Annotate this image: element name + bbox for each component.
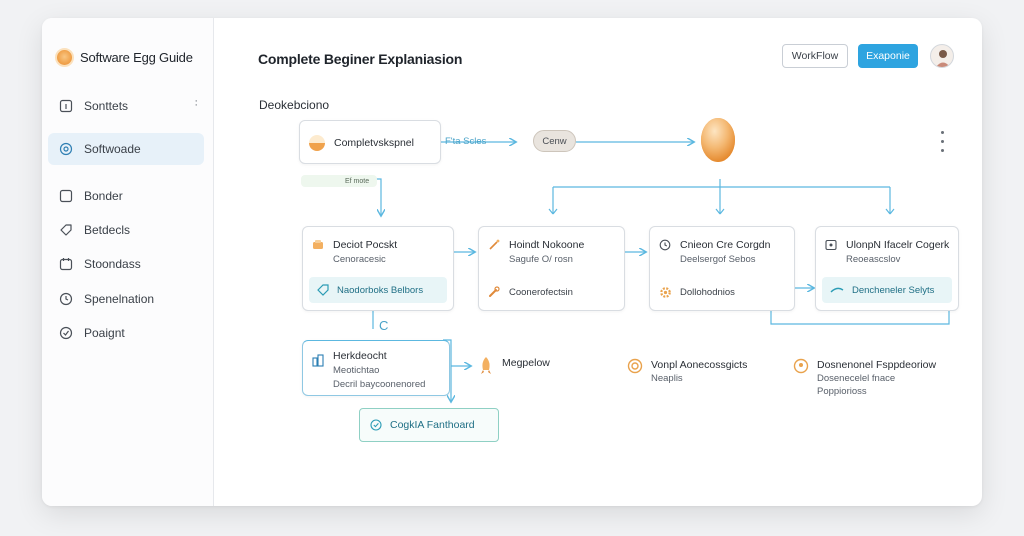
chip-label: Dencheneler Selyts bbox=[852, 284, 935, 296]
feature-subtitle-2: Poppiorioss bbox=[817, 386, 867, 397]
card-title: UlonpN Ifacelr Cogerk bbox=[846, 239, 950, 251]
card-subtitle: Reoeascslov bbox=[846, 254, 901, 265]
feature-title: Megpelow bbox=[502, 357, 550, 369]
egg-logo-icon bbox=[55, 48, 74, 67]
sidebar-item-3[interactable]: Betdecls bbox=[48, 214, 204, 246]
primary-action-button[interactable]: Exaponie bbox=[858, 44, 918, 68]
pill-node[interactable]: Cenw bbox=[533, 130, 576, 152]
feature-title: Dosnenonel Fsppdeoriow bbox=[817, 359, 937, 371]
link-icon bbox=[830, 287, 844, 293]
tag-icon bbox=[317, 284, 329, 296]
sidebar-item-0[interactable]: Sonttets ·· bbox=[48, 90, 204, 122]
connector-label: C bbox=[379, 318, 389, 333]
window-icon bbox=[825, 239, 837, 251]
edge-label: F'ta Scles bbox=[445, 136, 487, 147]
cta-label: CogkIA Fanthoard bbox=[390, 419, 475, 431]
card-row-label: Dollohodnios bbox=[680, 287, 735, 298]
sidebar-item-label: Poaignt bbox=[84, 326, 125, 340]
sidebar-item-6[interactable]: Poaignt bbox=[48, 317, 204, 349]
feature-1[interactable]: Vonpl Aonecossgicts Neaplis bbox=[627, 358, 747, 385]
card-1[interactable]: Hoindt Nokoone Sagufe O/ rosn Coonerofec… bbox=[478, 226, 625, 311]
sub-card-title: Herkdeocht bbox=[333, 350, 387, 362]
sidebar: Software Egg Guide Sonttets ·· Softwoade… bbox=[42, 18, 214, 506]
card-title: Deciot Pocskt bbox=[333, 239, 398, 251]
edge-branch bbox=[552, 179, 891, 214]
gear-icon bbox=[660, 287, 671, 298]
sidebar-item-2[interactable]: Bonder bbox=[48, 180, 204, 212]
edge-card4-loop bbox=[770, 311, 950, 325]
check-circle-icon bbox=[370, 419, 382, 431]
card-title: Hoindt Nokoone bbox=[509, 239, 585, 251]
more-icon[interactable]: ·· bbox=[194, 95, 198, 111]
package-icon bbox=[313, 240, 323, 249]
card-title: Cnieon Cre Corgdn bbox=[680, 239, 771, 251]
card-subtitle: Deelsergof Sebos bbox=[680, 254, 756, 265]
card-row-label: Coonerofectsin bbox=[509, 287, 573, 298]
tool-icon bbox=[489, 286, 500, 297]
target-icon bbox=[627, 358, 643, 374]
tag-icon bbox=[60, 224, 72, 236]
feature-title: Vonpl Aonecossgicts bbox=[651, 359, 748, 371]
rocket-icon bbox=[481, 357, 491, 374]
sidebar-item-label: Stoondass bbox=[84, 257, 141, 271]
app-title: Software Egg Guide bbox=[80, 50, 193, 65]
clock-icon bbox=[659, 239, 671, 251]
info-icon bbox=[59, 99, 73, 113]
start-node[interactable]: Completvskspnel bbox=[299, 120, 441, 164]
card-3[interactable]: UlonpN Ifacelr Cogerk Reoeascslov Denche… bbox=[815, 226, 959, 311]
location-icon bbox=[793, 358, 809, 374]
branch-arrowheads bbox=[548, 208, 895, 215]
sidebar-item-label: Spenelnation bbox=[84, 292, 155, 306]
sidebar-item-label: Softwoade bbox=[84, 142, 141, 156]
avatar[interactable] bbox=[930, 44, 954, 68]
feature-subtitle: Neaplis bbox=[651, 373, 683, 384]
sub-card[interactable]: Herkdeocht Meotichtao Decril baycoonenor… bbox=[302, 340, 450, 396]
cta-button[interactable]: CogkIA Fanthoard bbox=[359, 408, 499, 442]
card-0[interactable]: Deciot Pocskt Cenoracesic Naodorboks Bel… bbox=[302, 226, 454, 311]
flow-connectors bbox=[305, 118, 950, 506]
clock-icon bbox=[59, 292, 73, 306]
sub-card-line1: Meotichtao bbox=[333, 365, 380, 376]
sidebar-item-label: Betdecls bbox=[84, 223, 131, 237]
card-chip[interactable]: Naodorboks Belbors bbox=[309, 277, 447, 303]
sub-card-line2: Decril baycoonenored bbox=[333, 379, 426, 390]
square-icon bbox=[59, 189, 73, 203]
sidebar-item-label: Bonder bbox=[84, 189, 123, 203]
check-circle-icon bbox=[59, 326, 73, 340]
egg-icon bbox=[309, 135, 325, 151]
sidebar-item-label: Sonttets bbox=[84, 99, 129, 113]
sidebar-item-1[interactable]: Softwoade bbox=[48, 133, 204, 165]
sidebar-item-5[interactable]: Spenelnation bbox=[48, 283, 204, 315]
page-title: Complete Beginer Explaniasion bbox=[258, 51, 463, 67]
feature-2[interactable]: Dosnenonel Fsppdeoriow Dosenecelel fnace… bbox=[793, 358, 936, 398]
main-content: Complete Beginer Explaniasion WorkFlow E… bbox=[215, 18, 982, 506]
sidebar-item-4[interactable]: Stoondass bbox=[48, 248, 204, 280]
brand: Software Egg Guide bbox=[55, 48, 193, 67]
card-subtitle: Cenoracesic bbox=[333, 254, 386, 265]
chip-label: Naodorboks Belbors bbox=[337, 284, 424, 296]
building-icon bbox=[312, 354, 324, 367]
calendar-icon bbox=[59, 258, 73, 271]
card-subtitle: Sagufe O/ rosn bbox=[509, 254, 573, 265]
card-2[interactable]: Cnieon Cre Corgdn Deelsergof Sebos Dollo… bbox=[649, 226, 795, 311]
wand-icon bbox=[489, 239, 500, 250]
more-options-icon[interactable] bbox=[938, 131, 946, 157]
section-label: Deokebciono bbox=[259, 98, 330, 112]
egg-icon bbox=[701, 118, 735, 162]
user-avatar-icon bbox=[936, 50, 950, 67]
feature-0[interactable]: Megpelow bbox=[478, 356, 550, 376]
feature-subtitle: Dosenecelel fnace bbox=[817, 373, 896, 384]
start-node-label: Completvskspnel bbox=[334, 137, 414, 149]
card-chip[interactable]: Dencheneler Selyts bbox=[822, 277, 952, 303]
workflow-button[interactable]: WorkFlow bbox=[782, 44, 848, 68]
settings-icon bbox=[59, 142, 73, 156]
app-window: Software Egg Guide Sonttets ·· Softwoade… bbox=[42, 18, 982, 506]
branch-label: Ef mote bbox=[301, 175, 377, 187]
